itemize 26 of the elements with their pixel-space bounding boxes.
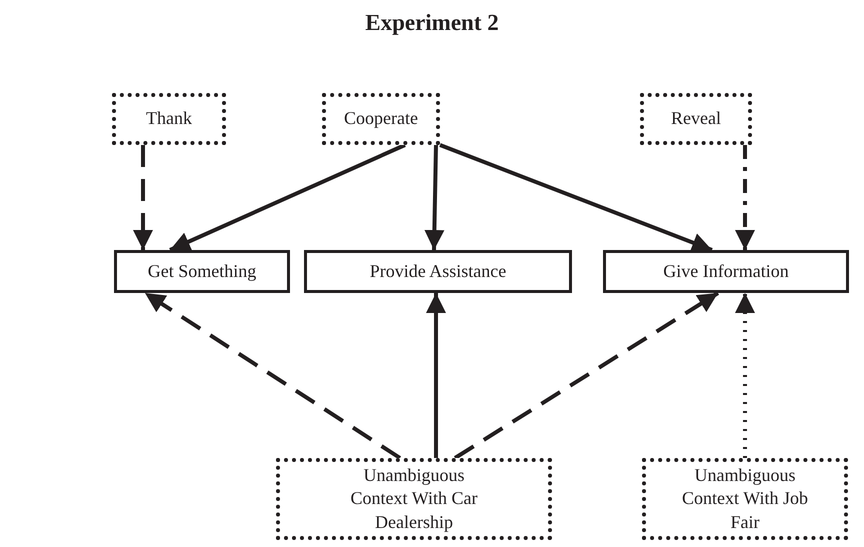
dotted-box bbox=[276, 458, 552, 540]
arrow bbox=[735, 293, 755, 458]
node-label: Cooperate bbox=[344, 107, 418, 130]
process-box bbox=[603, 250, 849, 293]
node-label: Provide Assistance bbox=[370, 260, 506, 283]
node-label: Give Information bbox=[663, 260, 789, 283]
dotted-box bbox=[112, 93, 226, 145]
arrow bbox=[426, 293, 446, 458]
process-box bbox=[114, 250, 290, 293]
node-label: Reveal bbox=[671, 107, 721, 130]
dotted-box bbox=[642, 458, 848, 540]
dotted-box bbox=[322, 93, 440, 145]
arrow bbox=[735, 145, 755, 250]
arrow bbox=[454, 291, 720, 460]
arrow bbox=[439, 143, 713, 252]
diagram-title: Experiment 2 bbox=[364, 10, 500, 36]
arrow bbox=[169, 143, 406, 252]
arrow bbox=[144, 291, 402, 460]
arrow bbox=[133, 145, 153, 250]
node-label: Unambiguous Context With Car Dealership bbox=[350, 464, 478, 534]
node-label: Thank bbox=[146, 107, 192, 130]
arrow bbox=[424, 144, 444, 250]
node-label: Get Something bbox=[148, 260, 256, 283]
process-box bbox=[304, 250, 572, 293]
node-label: Unambiguous Context With Job Fair bbox=[681, 464, 809, 534]
dotted-box bbox=[640, 93, 752, 145]
